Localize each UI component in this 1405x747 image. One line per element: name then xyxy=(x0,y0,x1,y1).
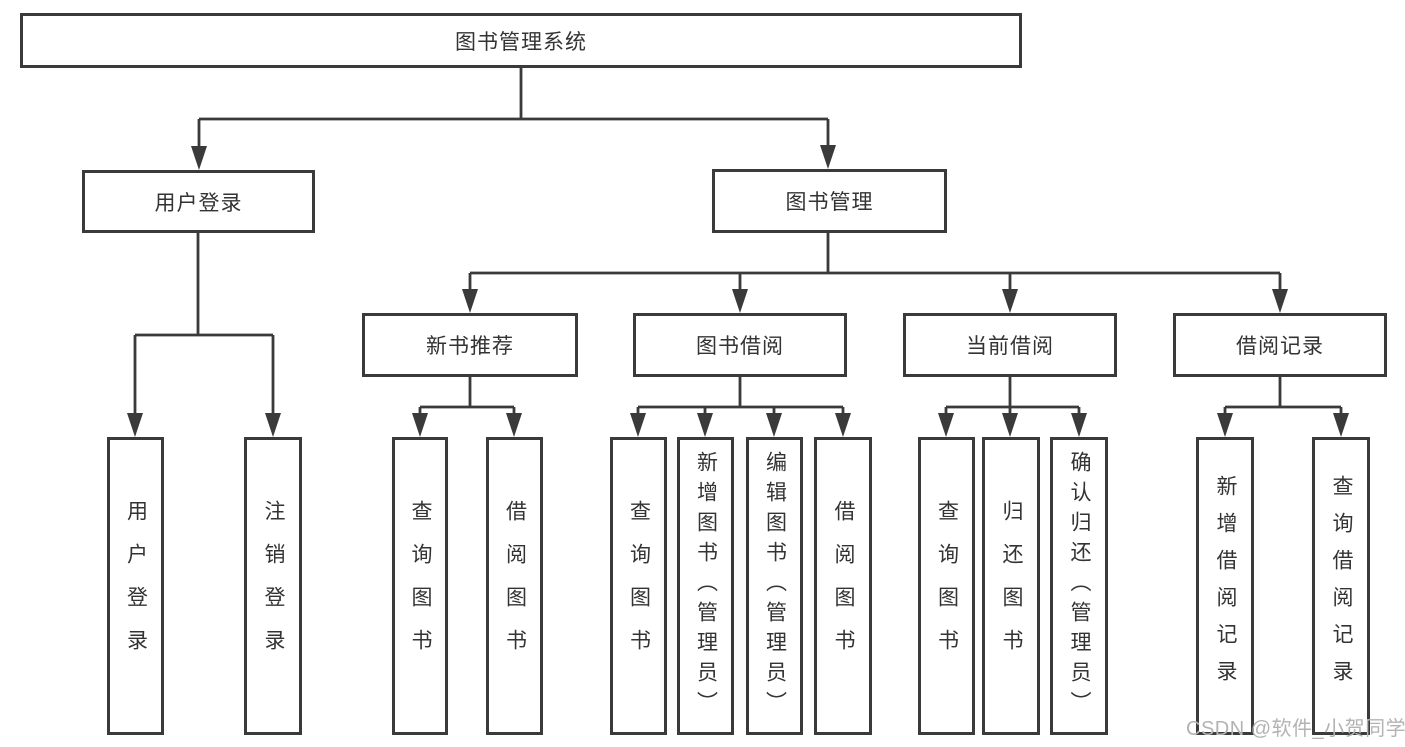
leaf-add-borrow-record: 新增借阅记录 xyxy=(1196,437,1254,735)
node-label: 查询图书 xyxy=(409,500,432,672)
node-label: 确认归还（管理员） xyxy=(1068,451,1091,721)
node-label: 用户登录 xyxy=(124,500,148,672)
node-book-management: 图书管理 xyxy=(712,169,947,233)
node-label: 查询图书 xyxy=(935,500,959,672)
node-library-management-system: 图书管理系统 xyxy=(20,13,1022,68)
node-label: 查询图书 xyxy=(627,500,651,672)
leaf-confirm-return-admin: 确认归还（管理员） xyxy=(1050,437,1108,735)
node-label: 借阅记录 xyxy=(1236,335,1324,358)
leaf-user-login: 用户登录 xyxy=(107,437,164,735)
node-label: 查询借阅记录 xyxy=(1330,475,1353,697)
node-borrowing-records: 借阅记录 xyxy=(1173,313,1387,377)
node-label: 用户登录 xyxy=(154,191,243,215)
node-book-borrowing: 图书借阅 xyxy=(633,313,847,377)
leaf-borrow-books-borrowing: 借阅图书 xyxy=(814,437,872,735)
leaf-query-books-recommend: 查询图书 xyxy=(392,437,448,735)
leaf-logout: 注销登录 xyxy=(244,437,302,735)
leaf-edit-book-admin: 编辑图书（管理员） xyxy=(746,437,803,735)
leaf-borrow-books-recommend: 借阅图书 xyxy=(486,437,543,735)
watermark-text: CSDN @软件_小贺同学 xyxy=(1186,718,1405,740)
node-current-borrowing: 当前借阅 xyxy=(903,313,1117,377)
leaf-query-books-borrowing: 查询图书 xyxy=(610,437,667,735)
node-label: 借阅图书 xyxy=(832,500,855,672)
leaf-query-borrow-record: 查询借阅记录 xyxy=(1312,437,1370,735)
node-label: 编辑图书（管理员） xyxy=(763,451,787,721)
node-label: 借阅图书 xyxy=(503,500,527,672)
node-label: 注销登录 xyxy=(262,500,285,672)
leaf-return-books: 归还图书 xyxy=(982,437,1040,735)
node-label: 新增借阅记录 xyxy=(1214,475,1237,697)
node-label: 新书推荐 xyxy=(426,335,514,358)
node-user-login: 用户登录 xyxy=(82,170,315,233)
node-label: 新增图书（管理员） xyxy=(694,451,718,721)
node-new-book-recommendation: 新书推荐 xyxy=(362,313,578,377)
leaf-add-book-admin: 新增图书（管理员） xyxy=(677,437,734,735)
node-label: 图书借阅 xyxy=(696,335,784,358)
node-label: 图书管理 xyxy=(785,191,874,214)
leaf-query-books-current: 查询图书 xyxy=(918,437,975,735)
arrowheads xyxy=(127,145,1349,437)
node-label: 当前借阅 xyxy=(966,335,1054,358)
node-label: 归还图书 xyxy=(1000,500,1023,672)
node-label: 图书管理系统 xyxy=(455,30,587,54)
